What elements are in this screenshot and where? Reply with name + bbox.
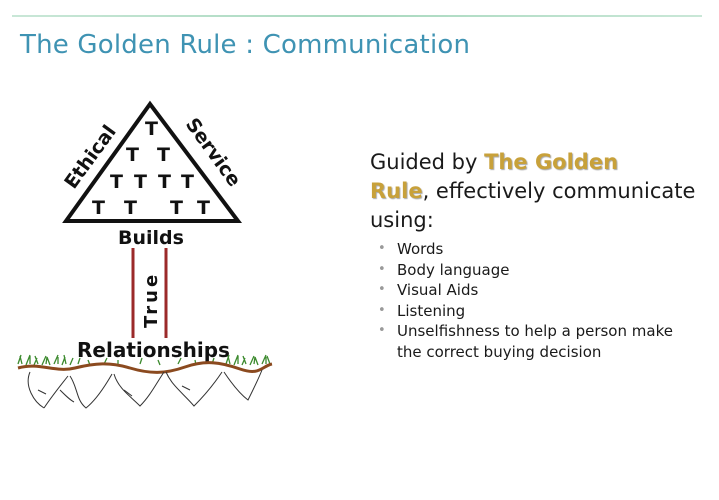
list-item: • Visual Aids (370, 280, 700, 301)
relationships-label: Relationships (77, 338, 230, 362)
list-item-text: Unselfishness to help a person make the … (397, 322, 673, 361)
list-item: • Listening (370, 301, 700, 322)
list-item: • Words (370, 239, 700, 260)
t-letter: T (92, 197, 105, 219)
t-letter: T (124, 197, 137, 219)
highlight-rule: Rule (370, 179, 423, 203)
bullet-dot-icon: • (378, 302, 386, 318)
t-letter: T (181, 171, 194, 193)
bullet-dot-icon: • (378, 241, 386, 256)
list-item-text: Body language (397, 260, 510, 279)
bullet-list: • Words • Body language • Visual Aids • List… (370, 239, 700, 362)
t-letter: T (157, 144, 170, 166)
triangle-outline (62, 100, 243, 223)
t-letter: T (170, 197, 183, 219)
t-letter: T (197, 197, 210, 219)
list-item-text: Visual Aids (397, 281, 479, 299)
list-item-text: Words (397, 240, 444, 258)
lead-prefix: Guided by (370, 150, 485, 174)
rocks-sketch (27, 369, 263, 409)
t-letter: T (158, 171, 171, 193)
t-letter: T (145, 118, 158, 140)
t-letters: T T T T T T T T T T T (92, 118, 210, 219)
golden-rule-diagram: T T T T T T T T T T T Ethical Service Bu… (17, 100, 273, 409)
t-letter: T (110, 171, 123, 193)
bullet-dot-icon: • (378, 323, 386, 338)
true-label: True (141, 272, 162, 328)
t-letter: T (134, 171, 147, 193)
list-item: • Body language (370, 260, 700, 281)
bullet-dot-icon: • (378, 261, 386, 277)
slide-title: The Golden Rule : Communication (20, 30, 471, 60)
bullet-dot-icon: • (378, 282, 386, 297)
lead-suffix: , effectively communicate using: (370, 179, 696, 232)
builds-label: Builds (118, 227, 184, 249)
list-item: • Unselfishness to help a person make the… (370, 321, 700, 362)
t-letter: T (126, 144, 139, 166)
ground-line (17, 361, 273, 374)
top-divider (12, 15, 702, 17)
list-item-text: Listening (397, 301, 466, 320)
highlight-golden: The Golden (484, 150, 619, 174)
grass (17, 354, 271, 366)
